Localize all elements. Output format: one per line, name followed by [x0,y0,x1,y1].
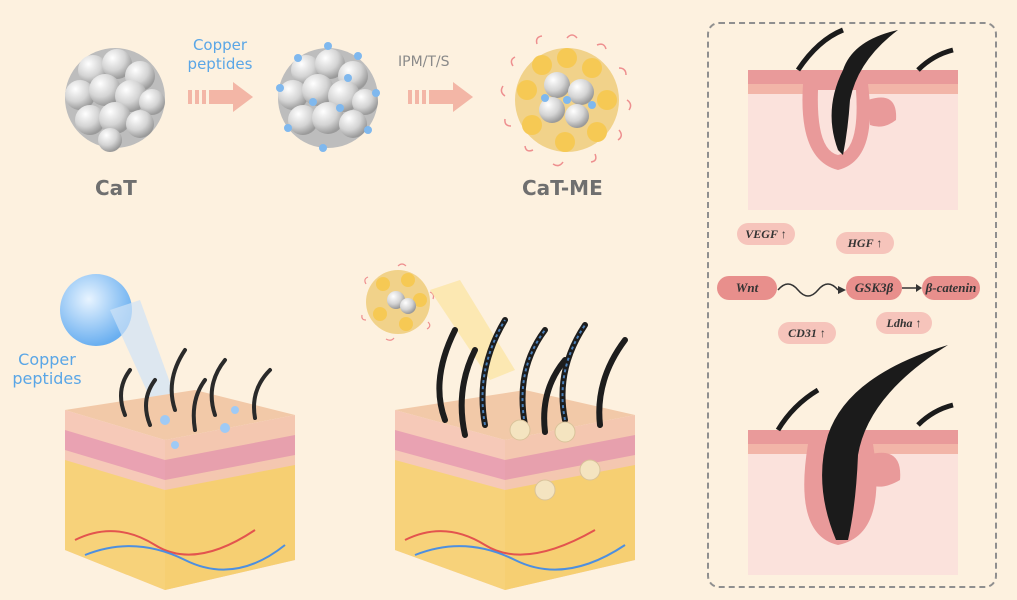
wnt-badge: Wnt [717,276,777,300]
cat-label: CaT [95,176,137,200]
hgf-badge: HGF ↑ [836,232,894,254]
gsk3b-badge: GSK3β [846,276,902,300]
ipm-label: IPM/T/S [398,54,450,70]
cat-me-label: CaT-ME [522,176,603,200]
bcatenin-badge: β-catenin [922,276,980,300]
ldha-badge: Ldha ↑ [876,312,932,334]
hair-follicle-top [748,27,958,210]
hair-follicle-bottom [748,345,958,575]
skin-block-left [65,348,295,590]
wavy-arrow [777,283,846,297]
copper-peptides-left-line1: Copper [18,350,76,369]
copper-peptides-top-line2: peptides [187,55,253,73]
cat-me-small-particle [361,263,435,341]
arrow-right-icon [408,82,473,112]
vegf-badge: VEGF ↑ [737,223,795,245]
spotlight-beam [110,300,180,420]
yellow-spotlight-beam [430,280,515,380]
skin-block-right [395,317,635,590]
cat-me-particle [500,34,632,167]
copper-peptides-left-label: Copper peptides [2,350,92,388]
copper-peptides-top-label: Copper peptides [180,36,260,74]
copper-loaded-particle [276,42,380,152]
arrow-right-icon [188,82,253,112]
mechanism-panel [707,22,997,588]
arrow-icon [902,284,922,292]
cd31-badge: CD31 ↑ [778,322,836,344]
copper-peptide-sphere [60,274,132,346]
copper-peptides-left-line2: peptides [12,369,82,388]
copper-peptides-top-line1: Copper [192,36,248,54]
cat-particle [65,48,165,152]
